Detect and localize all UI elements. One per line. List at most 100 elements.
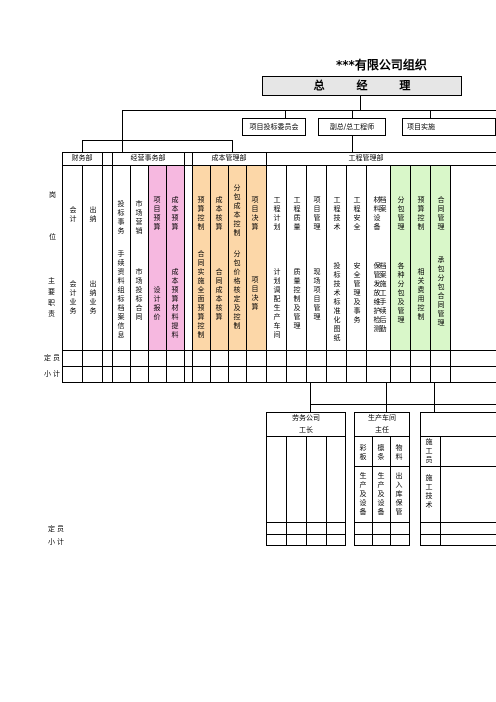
connector xyxy=(434,382,435,412)
row-line xyxy=(62,350,496,351)
col-line xyxy=(450,166,451,382)
position-engineering-plan: 工程计划 xyxy=(273,196,281,232)
connector xyxy=(82,140,83,152)
position-marketing: 市场营销 xyxy=(135,200,143,236)
item-storage: 出入库保管 xyxy=(395,472,403,517)
main-table xyxy=(62,152,496,382)
connector xyxy=(310,382,311,412)
position-quality: 工程质量 xyxy=(293,196,301,232)
col-line xyxy=(130,166,131,382)
col-line xyxy=(286,166,287,382)
row-label-position-b: 位 xyxy=(49,233,58,241)
page-title: ***有限公司组织 xyxy=(336,58,427,72)
row-line xyxy=(62,382,496,383)
dept-finance: 财务部 xyxy=(71,154,93,162)
col-line xyxy=(148,166,149,382)
position-project-management: 项目管理 xyxy=(313,196,321,232)
duty-safety: 安全管理及事务 xyxy=(353,262,361,325)
row-label-subtotal: 小计 xyxy=(44,370,62,378)
position-final-accounts: 项目决算 xyxy=(251,196,259,232)
item-purlin: 檩条 xyxy=(377,444,385,462)
row-label-position-a: 岗 xyxy=(49,191,58,199)
duty-accounting: 会计业务 xyxy=(69,280,77,316)
item-construction-tech: 施工技术 xyxy=(425,474,433,510)
divider xyxy=(102,152,103,382)
director-label: 主任 xyxy=(375,426,389,434)
col-line xyxy=(410,166,411,382)
connector xyxy=(232,140,233,152)
position-cashier: 出纳 xyxy=(89,206,97,224)
item-production-1: 生产及设备 xyxy=(359,472,367,517)
dept-business: 经营事务部 xyxy=(130,154,166,162)
foreman-label: 工长 xyxy=(299,426,313,434)
duty-subcontract: 各种分包及管理 xyxy=(397,262,405,325)
col-line xyxy=(326,166,327,382)
row-line xyxy=(420,466,496,467)
position-safety: 工程安全 xyxy=(353,196,361,232)
row-line xyxy=(354,534,410,535)
col-line xyxy=(306,436,307,546)
duty-cost-accounting: 合同成本核算 xyxy=(215,268,223,322)
col-line xyxy=(372,436,373,546)
position-cost-accounting: 成本核算 xyxy=(215,196,223,232)
connector xyxy=(82,140,232,141)
col-line xyxy=(366,166,367,382)
duty-tech-standard: 投标技术标准化图纸 xyxy=(333,262,341,343)
col-line xyxy=(326,436,327,546)
position-project-budget: 项目预算 xyxy=(153,196,161,232)
project-implementation-box: 项目实施 xyxy=(402,118,496,136)
duty-contract: 承包分包合同管理 xyxy=(437,256,445,328)
position-budget-control: 预算控制 xyxy=(197,196,205,232)
row-line xyxy=(354,466,410,467)
duty-archive: 档案施工手续后勤 xyxy=(379,262,387,334)
connector xyxy=(386,382,387,412)
item-materials: 物料 xyxy=(395,444,403,462)
dept-engineering: 工程管理部 xyxy=(348,154,384,162)
row-line xyxy=(62,366,496,367)
divider xyxy=(112,152,113,382)
workshop-label: 生产车间 xyxy=(368,414,396,422)
row-label-staff-2: 定员 xyxy=(48,525,66,533)
position-budget-control-2: 预算控制 xyxy=(417,196,425,232)
position-subcontract-mgmt: 分包管理 xyxy=(397,196,405,232)
duty-marketing: 市场投标合同 xyxy=(135,268,143,322)
duty-expense-control: 相关费用控制 xyxy=(417,268,425,322)
duty-subcontract-price: 分包价格核定及控制 xyxy=(233,250,241,331)
divider xyxy=(266,152,267,382)
row-label-staff: 定员 xyxy=(44,354,62,362)
connector xyxy=(360,96,361,110)
duty-site-management: 现场项目管理 xyxy=(313,268,321,322)
position-subcontract-cost: 分包成本控制 xyxy=(233,184,241,238)
duty-storage: 保管发放维护检测 xyxy=(373,262,381,334)
row-line xyxy=(62,165,496,166)
col-line xyxy=(430,166,431,382)
duty-cashier: 出纳业务 xyxy=(89,280,97,316)
col-line xyxy=(390,166,391,382)
duty-bidding: 手续资料组标档案信息 xyxy=(117,250,125,340)
workshop-table xyxy=(354,412,410,546)
col-line xyxy=(246,166,247,382)
row-line xyxy=(420,436,496,437)
col-line xyxy=(346,166,347,382)
connector xyxy=(122,110,496,111)
row-label-duties: 主要职责 xyxy=(48,277,57,318)
col-line xyxy=(306,166,307,382)
position-engineering-tech: 工程技术 xyxy=(333,196,341,232)
divider xyxy=(184,152,185,382)
construction-table xyxy=(420,412,496,546)
col-line xyxy=(440,436,441,546)
item-color-board: 彩板 xyxy=(359,444,367,462)
green-block xyxy=(390,166,450,350)
connector xyxy=(352,136,353,152)
col-line xyxy=(166,166,167,382)
orange-block xyxy=(192,166,266,350)
connector xyxy=(352,110,353,118)
connector xyxy=(122,110,123,152)
row-line xyxy=(420,534,496,535)
connector xyxy=(310,404,496,405)
col-line xyxy=(228,166,229,382)
row-line xyxy=(354,522,410,523)
position-archive: 档案 xyxy=(379,196,387,214)
row-line xyxy=(354,436,410,437)
duty-design-quote: 设计报价 xyxy=(153,286,161,322)
